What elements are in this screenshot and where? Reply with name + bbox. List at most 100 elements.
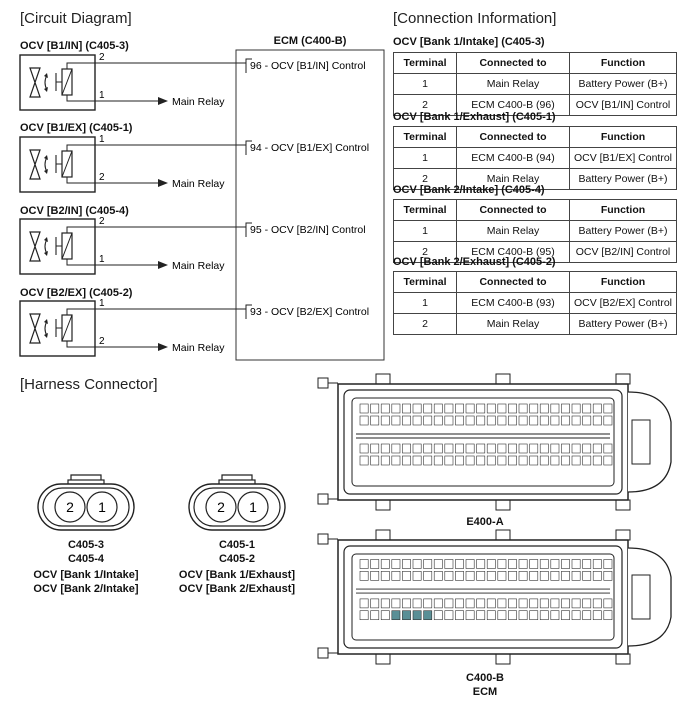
- pin-cavity: [359, 455, 369, 466]
- pin-cavity: [465, 598, 475, 609]
- pin-cavity: [486, 455, 496, 466]
- table-cell: Battery Power (B+): [569, 168, 677, 190]
- pin-cavity: [571, 403, 581, 414]
- pin-cavity: [380, 455, 390, 466]
- pin-cavity: [592, 455, 602, 466]
- pin-cavity: [444, 403, 454, 414]
- pin-cavity: [508, 403, 517, 414]
- table-header: Function: [569, 199, 677, 221]
- mount-tab: [317, 647, 329, 659]
- pin-cavity: [433, 610, 443, 621]
- pin-cavity: [539, 443, 549, 454]
- pin-cavity: [518, 403, 528, 414]
- pin-cavity: [423, 598, 433, 609]
- pin-cavity: [465, 403, 475, 414]
- pin-cavity: [592, 559, 602, 569]
- table-header: Connected to: [456, 199, 570, 221]
- clip: [375, 529, 391, 541]
- coil-lead-bottom: [66, 95, 95, 102]
- arrow-head-icon: [44, 169, 48, 174]
- pin-cavity: [359, 403, 369, 414]
- valve-icon: [29, 67, 41, 98]
- pin-cavity: [550, 598, 560, 609]
- pin-cavity: [508, 598, 517, 609]
- pin-cavity: [582, 559, 592, 569]
- table-header: Function: [569, 271, 677, 293]
- pin-cavity: [518, 610, 528, 621]
- pin-cavity: [603, 403, 613, 414]
- pin-number: 2: [99, 172, 105, 183]
- clip: [375, 373, 391, 385]
- clip: [495, 653, 511, 665]
- pin-cavity: [359, 559, 369, 569]
- connector-codes: C405-1 C405-2: [218, 539, 256, 565]
- table-cell: ECM C400-B (94): [456, 147, 570, 169]
- pin-cavity: [550, 610, 560, 621]
- table-cell: 2: [393, 313, 457, 335]
- pin-cavity: [592, 571, 602, 581]
- pin-cavity: [529, 443, 539, 454]
- pin-cavity: [412, 610, 422, 621]
- pin-cavity: [561, 598, 570, 609]
- coil-lead-top: [66, 62, 95, 69]
- pin-cavity: [486, 598, 496, 609]
- pin-cavity: [359, 610, 369, 621]
- pin-cavity: [402, 571, 411, 581]
- pin-cavity: [603, 559, 613, 569]
- pin-cavity: [402, 443, 411, 454]
- pin-cavity: [455, 598, 464, 609]
- pin-cavity: [486, 403, 496, 414]
- ecm-connector-c400b: [317, 529, 672, 665]
- table-cell: OCV [B1/IN] Control: [569, 94, 677, 116]
- pin-cavity: [508, 571, 517, 581]
- pin-cavity: [497, 571, 507, 581]
- pin-cavity: [465, 455, 475, 466]
- pin-cavity: [550, 403, 560, 414]
- pin-cavity: [370, 571, 380, 581]
- pin-cavity: [603, 415, 613, 426]
- table-cell: Battery Power (B+): [569, 73, 677, 95]
- table-title: OCV [Bank 1/Exhaust] (C405-1): [393, 111, 556, 123]
- connector-codes: C405-3 C405-4: [67, 539, 105, 565]
- pin-cavity: [571, 443, 581, 454]
- pin-cavity: [561, 415, 570, 426]
- table-header: Connected to: [456, 52, 570, 74]
- valve-icon: [29, 313, 41, 344]
- pin-cavity: [486, 415, 496, 426]
- pin-cavity: [465, 571, 475, 581]
- connector-2pin-exhaust: 2 1: [188, 474, 286, 531]
- pin-cavity: [370, 559, 380, 569]
- pin-cavity: [582, 610, 592, 621]
- pin-cavity: [476, 403, 486, 414]
- pin-cavity: [423, 403, 433, 414]
- table-cell: Battery Power (B+): [569, 313, 677, 335]
- pin-cavity: [380, 403, 390, 414]
- pin-cavity: [476, 443, 486, 454]
- pin-cavity: [359, 571, 369, 581]
- pin-cavity: [359, 415, 369, 426]
- ocv-valve-symbol: [19, 54, 96, 111]
- table-cell: 1: [393, 147, 457, 169]
- latch-lever: [631, 419, 651, 465]
- pin-cavity: [433, 559, 443, 569]
- pin-cavity: [465, 415, 475, 426]
- relay-label: Main Relay: [172, 260, 225, 272]
- pin-cavity: [359, 443, 369, 454]
- arrow-head-icon: [44, 251, 48, 256]
- table-cell: OCV [B2/EX] Control: [569, 292, 677, 314]
- pin-cavity: [539, 610, 549, 621]
- pin-cavity: [571, 571, 581, 581]
- pin-cavity: [359, 598, 369, 609]
- pin-cavity: [571, 415, 581, 426]
- coil-diagonal: [61, 68, 73, 96]
- relay-label: Main Relay: [172, 96, 225, 108]
- ocv-title: OCV [B2/IN] (C405-4): [20, 205, 129, 217]
- pin-cavity: [423, 571, 433, 581]
- pin-cavity: [561, 455, 570, 466]
- ecm-box: [235, 49, 385, 361]
- pin-cavity: [582, 455, 592, 466]
- pin-cavity: [603, 598, 613, 609]
